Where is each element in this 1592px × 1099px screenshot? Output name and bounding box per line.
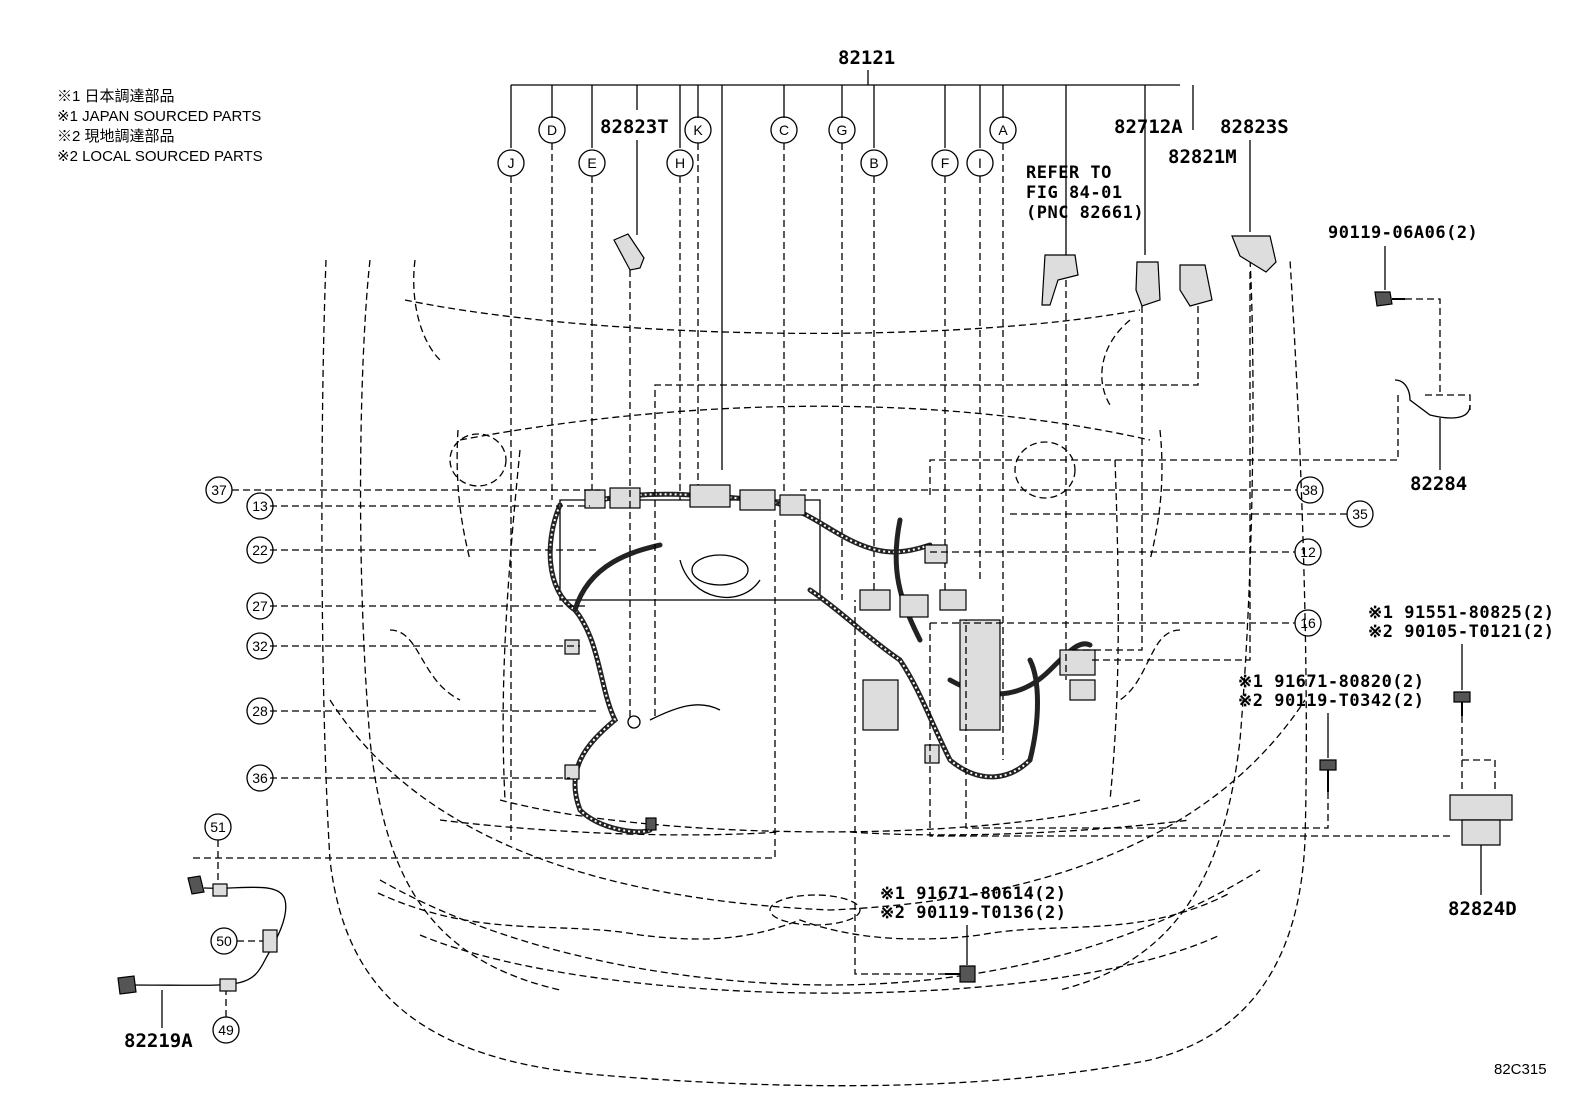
bolt-group-2: ※1 91671-80820(2) ※2 90119-T0342(2) <box>965 620 1425 829</box>
callout-50: 50 <box>210 927 238 955</box>
callout-E: E <box>578 149 606 177</box>
callout-F: F <box>931 149 959 177</box>
part-82823S: 82823S <box>1090 116 1289 661</box>
note-line-3: ※2 現地調達部品 <box>57 128 175 145</box>
label-82284: 82284 <box>1410 473 1467 495</box>
callout-49: 49 <box>212 1016 240 1044</box>
bolt2-note-a: ※1 91671-80820(2) <box>1238 672 1425 692</box>
callout-H: H <box>666 149 694 177</box>
callout-K: K <box>684 116 712 144</box>
label-82823T: 82823T <box>600 116 669 138</box>
label-90119-06A06: 90119-06A06(2) <box>1328 223 1478 243</box>
part-82821M: 82821M <box>654 146 1237 720</box>
svg-text:37: 37 <box>211 482 227 498</box>
main-part-bracket: 82121 <box>510 47 1194 470</box>
callout-13: 13 <box>246 492 274 520</box>
svg-text:E: E <box>587 155 596 171</box>
label-82824D: 82824D <box>1448 898 1517 920</box>
svg-text:28: 28 <box>252 703 268 719</box>
callout-I: I <box>966 149 994 177</box>
bolt-group-3: ※1 91671-80614(2) ※2 90119-T0136(2) <box>854 600 1067 983</box>
bolt1-note-b: ※2 90105-T0121(2) <box>1368 622 1555 642</box>
callout-27: 27 <box>246 592 274 620</box>
note-line-4: ※2 LOCAL SOURCED PARTS <box>57 148 263 165</box>
svg-text:I: I <box>978 155 982 171</box>
svg-text:13: 13 <box>252 498 268 514</box>
label-82712A: 82712A <box>1114 116 1183 138</box>
callout-J: J <box>497 149 525 177</box>
refer-line-3: (PNC 82661) <box>1026 203 1144 223</box>
callout-36: 36 <box>246 764 274 792</box>
bolt3-note-b: ※2 90119-T0136(2) <box>880 903 1067 923</box>
right-callouts: 38 35 12 16 <box>800 476 1374 637</box>
refer-line-1: REFER TO <box>1026 163 1112 183</box>
refer-note: REFER TO FIG 84-01 (PNC 82661) <box>1026 163 1144 680</box>
callout-16: 16 <box>1294 609 1322 637</box>
svg-text:C: C <box>779 122 789 138</box>
svg-text:A: A <box>998 122 1008 138</box>
label-82219A: 82219A <box>124 1030 193 1052</box>
callout-51: 51 <box>204 813 232 841</box>
callout-22: 22 <box>246 536 274 564</box>
callout-32: 32 <box>246 632 274 660</box>
label-82823S: 82823S <box>1220 116 1289 138</box>
figure-code: 82C315 <box>1494 1061 1547 1078</box>
note-line-2: ※1 JAPAN SOURCED PARTS <box>57 108 261 125</box>
callout-D: D <box>538 116 566 144</box>
bolt1-note-a: ※1 91551-80825(2) <box>1368 603 1555 623</box>
callout-38: 38 <box>1296 476 1324 504</box>
callout-G: G <box>828 116 856 144</box>
letter-leaders <box>510 143 1004 840</box>
svg-text:38: 38 <box>1302 482 1318 498</box>
sourcing-notes: ※1 日本調達部品 ※1 JAPAN SOURCED PARTS ※2 現地調達… <box>57 88 263 165</box>
callout-B: B <box>860 149 888 177</box>
part-82823T: 82823T <box>600 116 669 720</box>
letter-callouts: J D E K H C G B F I A <box>497 116 1017 177</box>
svg-text:35: 35 <box>1352 506 1368 522</box>
bolt3-note-a: ※1 91671-80614(2) <box>880 884 1067 904</box>
bolt2-note-b: ※2 90119-T0342(2) <box>1238 691 1425 711</box>
svg-text:27: 27 <box>252 598 268 614</box>
svg-text:50: 50 <box>216 933 232 949</box>
callout-28: 28 <box>246 697 274 725</box>
callout-C: C <box>770 116 798 144</box>
svg-text:22: 22 <box>252 542 268 558</box>
part-82712A: 82712A <box>1070 116 1183 651</box>
vehicle-body-outline <box>321 259 1307 1087</box>
part-82219A: 51 50 49 82219A <box>117 520 776 1052</box>
svg-text:K: K <box>693 122 703 138</box>
part-82824D-group: ※1 91551-80825(2) ※2 90105-T0121(2) 8282… <box>929 603 1555 920</box>
label-82821M: 82821M <box>1168 146 1237 168</box>
callout-35: 35 <box>1346 500 1374 528</box>
svg-text:32: 32 <box>252 638 268 654</box>
note-line-1: ※1 日本調達部品 <box>57 88 175 105</box>
callout-37: 37 <box>205 476 233 504</box>
svg-text:12: 12 <box>1300 544 1316 560</box>
svg-text:F: F <box>941 155 950 171</box>
refer-line-2: FIG 84-01 <box>1026 183 1123 203</box>
callout-12: 12 <box>1294 538 1322 566</box>
engine-harness <box>547 484 1096 835</box>
svg-text:51: 51 <box>210 819 226 835</box>
main-part-number: 82121 <box>838 47 895 69</box>
part-82284-group: 90119-06A06(2) 82284 <box>929 223 1478 495</box>
svg-text:H: H <box>675 155 685 171</box>
svg-text:D: D <box>547 122 557 138</box>
svg-text:G: G <box>837 122 848 138</box>
callout-A: A <box>989 116 1017 144</box>
svg-text:16: 16 <box>1300 615 1316 631</box>
svg-text:B: B <box>869 155 878 171</box>
svg-text:36: 36 <box>252 770 268 786</box>
svg-text:J: J <box>508 155 515 171</box>
svg-text:49: 49 <box>218 1022 234 1038</box>
left-callouts: 37 13 22 27 32 28 36 <box>205 476 600 792</box>
